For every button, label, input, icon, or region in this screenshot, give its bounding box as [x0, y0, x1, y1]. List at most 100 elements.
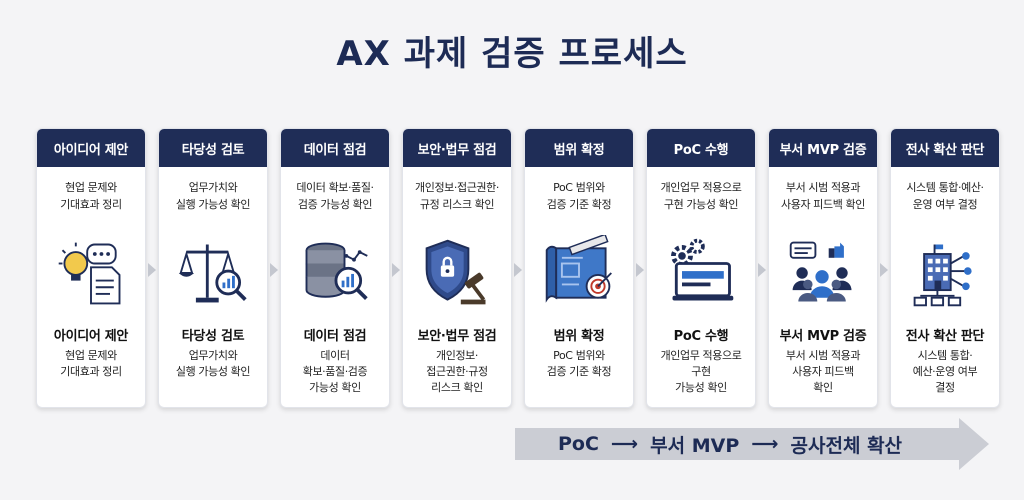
detail-line: 리스크 확인 [431, 381, 483, 394]
step-detail: 데이터 확보·품질·검증 가능성 확인 [281, 348, 389, 396]
step-detail: 업무가치와 실행 가능성 확인 [159, 348, 267, 380]
step-card-mvp: 부서 MVP 검증 부서 시범 적용과 사용자 피드백 확인 [768, 128, 878, 408]
step-header: 전사 확산 판단 [891, 129, 999, 167]
step-detail: PoC 범위와 검증 기준 확정 [525, 348, 633, 380]
step-arrow [270, 263, 278, 277]
step-detail: 개인업무 적용으로 구현 가능성 확인 [647, 348, 755, 396]
flow-arrow-icon: ⟶ [610, 433, 639, 455]
step-card-scope: 범위 확정 PoC 범위와 검증 기준 확정 범위 확정 PoC 범위와 검증 … [524, 128, 634, 408]
step-detail: 현업 문제와 기대효과 정리 [37, 348, 145, 380]
page-title: AX 과제 검증 프로세스 [336, 34, 688, 74]
desc-line: 개인업무 적용으로 [660, 181, 742, 194]
detail-line: 결정 [935, 381, 955, 394]
desc-line: 현업 문제와 [65, 181, 117, 194]
desc-line: 사용자 피드백 확인 [781, 198, 865, 211]
detail-line: 데이터 [320, 349, 350, 362]
shield-gavel-icon [403, 225, 511, 321]
step-header: 보안·법무 점검 [403, 129, 511, 167]
detail-line: 접근권한·규정 [426, 365, 488, 378]
detail-line: 검증 기준 확정 [546, 365, 612, 378]
desc-line: 검증 기준 확정 [546, 198, 612, 211]
building-network-icon [891, 225, 999, 321]
process-steps: 아이디어 제안 현업 문제와 기대효과 정리 아이디어 제안 현업 문제와 [36, 128, 1000, 408]
desc-line: 업무가치와 [188, 181, 238, 194]
flow-arrow-shape [515, 418, 989, 470]
detail-line: 업무가치와 [188, 349, 238, 362]
step-arrow [636, 263, 644, 277]
step-description: 데이터 확보·품질· 검증 가능성 확인 [281, 179, 389, 225]
step-description: PoC 범위와 검증 기준 확정 [525, 179, 633, 225]
step-description: 현업 문제와 기대효과 정리 [37, 179, 145, 225]
step-card-poc: PoC 수행 개인업무 적용으로 구현 가능성 확인 PoC 수행 개인업무 적… [646, 128, 756, 408]
step-card-idea: 아이디어 제안 현업 문제와 기대효과 정리 아이디어 제안 현업 문제와 [36, 128, 146, 408]
desc-line: 운영 여부 결정 [912, 198, 978, 211]
step-header: 타당성 검토 [159, 129, 267, 167]
step-arrow [758, 263, 766, 277]
detail-line: 확인 [813, 381, 833, 394]
desc-line: 검증 가능성 확인 [297, 198, 373, 211]
desc-line: 부서 시범 적용과 [785, 181, 861, 194]
detail-line: 현업 문제와 [65, 349, 117, 362]
desc-line: PoC 범위와 [553, 181, 605, 194]
step-card-feasibility: 타당성 검토 업무가치와 실행 가능성 확인 타당성 검토 업무가치와 [158, 128, 268, 408]
step-header: 범위 확정 [525, 129, 633, 167]
flow-arrow-banner: PoC ⟶ 부서 MVP ⟶ 공사전체 확산 [515, 418, 989, 470]
step-card-rollout: 전사 확산 판단 시스템 통합·예산· 운영 여부 결정 [890, 128, 1000, 408]
detail-line: 시스템 통합· [917, 349, 973, 362]
step-description: 개인정보·접근권한· 규정 리스크 확인 [403, 179, 511, 225]
step-label: 데이터 점검 [303, 329, 367, 344]
gear-screen-icon [647, 225, 755, 321]
flow-stage-poc: PoC [557, 433, 599, 455]
step-description: 개인업무 적용으로 구현 가능성 확인 [647, 179, 755, 225]
step-header: 아이디어 제안 [37, 129, 145, 167]
detail-line: 부서 시범 적용과 [785, 349, 861, 362]
step-label: PoC 수행 [673, 329, 729, 344]
step-arrow [148, 263, 156, 277]
desc-line: 실행 가능성 확인 [175, 198, 251, 211]
step-header: PoC 수행 [647, 129, 755, 167]
desc-line: 규정 리스크 확인 [419, 198, 495, 211]
flow-arrow-icon: ⟶ [751, 433, 779, 455]
step-header: 데이터 점검 [281, 129, 389, 167]
step-label: 아이디어 제안 [53, 329, 129, 344]
idea-icon [37, 225, 145, 321]
step-detail: 시스템 통합· 예산·운영 여부 결정 [891, 348, 999, 396]
step-label: 범위 확정 [553, 329, 605, 344]
detail-line: 예산·운영 여부 [912, 365, 978, 378]
detail-line: 가능성 확인 [675, 381, 727, 394]
step-arrow [880, 263, 888, 277]
step-detail: 개인정보· 접근권한·규정 리스크 확인 [403, 348, 511, 396]
step-description: 시스템 통합·예산· 운영 여부 결정 [891, 179, 999, 225]
detail-line: 기대효과 정리 [60, 365, 122, 378]
desc-line: 구현 가능성 확인 [663, 198, 739, 211]
blueprint-target-icon [525, 225, 633, 321]
detail-line: 확보·품질·검증 [302, 365, 368, 378]
flow-text: PoC ⟶ 부서 MVP ⟶ 공사전체 확산 [515, 418, 945, 470]
desc-line: 개인정보·접근권한· [415, 181, 499, 194]
flow-stage-mvp: 부서 MVP [650, 434, 740, 457]
step-arrow [514, 263, 522, 277]
detail-line: 구현 [691, 365, 711, 378]
step-label: 타당성 검토 [181, 329, 245, 344]
desc-line: 데이터 확보·품질· [296, 181, 374, 194]
detail-line: 사용자 피드백 [792, 365, 854, 378]
detail-line: PoC 범위와 [553, 349, 605, 362]
step-label: 부서 MVP 검증 [779, 329, 867, 344]
detail-line: 실행 가능성 확인 [175, 365, 251, 378]
team-feedback-icon [769, 225, 877, 321]
step-card-data: 데이터 점검 데이터 확보·품질· 검증 가능성 확인 데이터 점검 데이터 [280, 128, 390, 408]
detail-line: 개인업무 적용으로 [660, 349, 742, 362]
step-label: 전사 확산 판단 [905, 329, 985, 344]
detail-line: 가능성 확인 [309, 381, 361, 394]
desc-line: 기대효과 정리 [60, 198, 122, 211]
desc-line: 시스템 통합·예산· [906, 181, 984, 194]
scale-magnifier-icon [159, 225, 267, 321]
step-description: 업무가치와 실행 가능성 확인 [159, 179, 267, 225]
step-detail: 부서 시범 적용과 사용자 피드백 확인 [769, 348, 877, 396]
step-header: 부서 MVP 검증 [769, 129, 877, 167]
step-arrow [392, 263, 400, 277]
flow-stage-rollout: 공사전체 확산 [790, 434, 903, 457]
step-card-security: 보안·법무 점검 개인정보·접근권한· 규정 리스크 확인 보안·법무 점검 개… [402, 128, 512, 408]
step-description: 부서 시범 적용과 사용자 피드백 확인 [769, 179, 877, 225]
detail-line: 개인정보· [436, 349, 478, 362]
